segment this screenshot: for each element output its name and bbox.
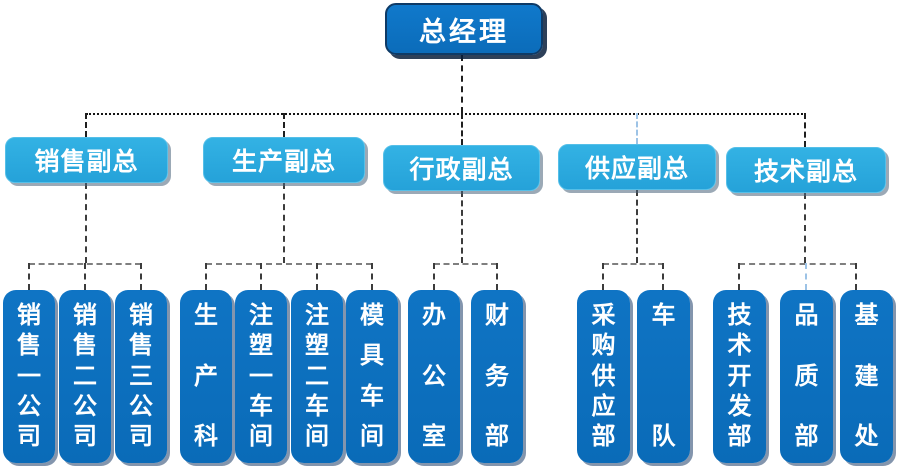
- node-mold-workshop-label: 模具车间: [360, 302, 384, 450]
- node-purchasing-supply-dept: 采购供应部: [577, 290, 630, 463]
- connector-drop-admin-2: [496, 263, 498, 290]
- node-supply-vp: 供应副总: [558, 144, 716, 190]
- node-finance-dept: 财务部: [471, 290, 523, 463]
- node-sales-company-3: 销售三公司: [115, 290, 167, 463]
- node-tech-development-dept: 技术开发部: [713, 290, 766, 463]
- connector-rail-production: [206, 263, 372, 265]
- connector-drop-production-vp: [283, 113, 285, 137]
- node-mold-workshop: 模具车间: [346, 290, 398, 463]
- connector-drop-admin-1: [433, 263, 435, 290]
- node-sales-company-2: 销售二公司: [59, 290, 111, 463]
- node-motorcade-label: 车队: [651, 302, 676, 450]
- node-general-manager-label: 总经理: [419, 16, 509, 47]
- node-sales-company-1-label: 销售一公司: [17, 302, 41, 450]
- connector-riser-production: [283, 183, 285, 263]
- connector-drop-sales-vp: [85, 113, 87, 137]
- connector-riser-supply: [636, 190, 638, 263]
- connector-drop-sales-3: [140, 263, 142, 290]
- node-infrastructure-dept: 基建处: [840, 290, 893, 463]
- node-purchasing-supply-dept-label: 采购供应部: [591, 302, 616, 450]
- node-tech-vp: 技术副总: [726, 147, 886, 193]
- connector-rail-admin: [434, 263, 497, 265]
- connector-drop-tech-vp: [804, 113, 806, 147]
- node-sales-company-3-label: 销售三公司: [129, 302, 153, 450]
- node-motorcade: 车队: [637, 290, 690, 463]
- connector-drop-sales-1: [28, 263, 30, 290]
- node-infrastructure-dept-label: 基建处: [854, 302, 879, 450]
- node-injection-workshop-1: 注塑一车间: [235, 290, 287, 463]
- node-admin-vp: 行政副总: [383, 145, 540, 191]
- connector-drop-supply-1: [602, 263, 604, 290]
- connector-drop-prod-1: [205, 263, 207, 290]
- connector-riser-admin: [461, 191, 463, 263]
- connector-drop-admin-vp: [461, 113, 463, 145]
- connector-rail-supply: [603, 263, 664, 265]
- node-quality-dept-label: 品质部: [794, 302, 819, 450]
- node-production-dept: 生产科: [180, 290, 232, 463]
- connector-drop-tech-2: [805, 263, 807, 290]
- connector-drop-prod-4: [371, 263, 373, 290]
- node-injection-workshop-2: 注塑二车间: [291, 290, 343, 463]
- connector-drop-tech-3: [855, 263, 857, 290]
- node-tech-vp-label: 技术副总: [753, 158, 858, 186]
- connector-drop-prod-3: [316, 263, 318, 290]
- node-supply-vp-label: 供应副总: [584, 155, 689, 183]
- connector-riser-tech: [804, 193, 806, 263]
- connector-root-drop: [461, 55, 463, 113]
- node-office: 办公室: [408, 290, 460, 463]
- connector-rail-tech: [739, 263, 856, 265]
- node-tech-development-dept-label: 技术开发部: [727, 302, 752, 450]
- node-general-manager: 总经理: [385, 3, 543, 55]
- connector-drop-tech-1: [738, 263, 740, 290]
- node-production-vp: 生产副总: [203, 137, 365, 183]
- connector-drop-supply-2: [662, 263, 664, 290]
- connector-drop-sales-2: [84, 263, 86, 290]
- node-sales-company-2-label: 销售二公司: [73, 302, 97, 450]
- node-sales-company-1: 销售一公司: [3, 290, 55, 463]
- connector-main-rail: [86, 113, 806, 115]
- connector-drop-prod-2: [260, 263, 262, 290]
- node-production-vp-label: 生产副总: [231, 148, 336, 176]
- node-admin-vp-label: 行政副总: [409, 156, 514, 184]
- connector-drop-supply-vp: [636, 113, 638, 144]
- node-sales-vp-label: 销售副总: [34, 148, 139, 176]
- node-injection-workshop-1-label: 注塑一车间: [249, 302, 273, 450]
- connector-riser-sales: [85, 183, 87, 263]
- node-production-dept-label: 生产科: [194, 302, 218, 450]
- node-sales-vp: 销售副总: [5, 137, 168, 183]
- node-quality-dept: 品质部: [780, 290, 833, 463]
- node-injection-workshop-2-label: 注塑二车间: [305, 302, 329, 450]
- node-finance-dept-label: 财务部: [485, 302, 509, 450]
- node-office-label: 办公室: [422, 302, 446, 450]
